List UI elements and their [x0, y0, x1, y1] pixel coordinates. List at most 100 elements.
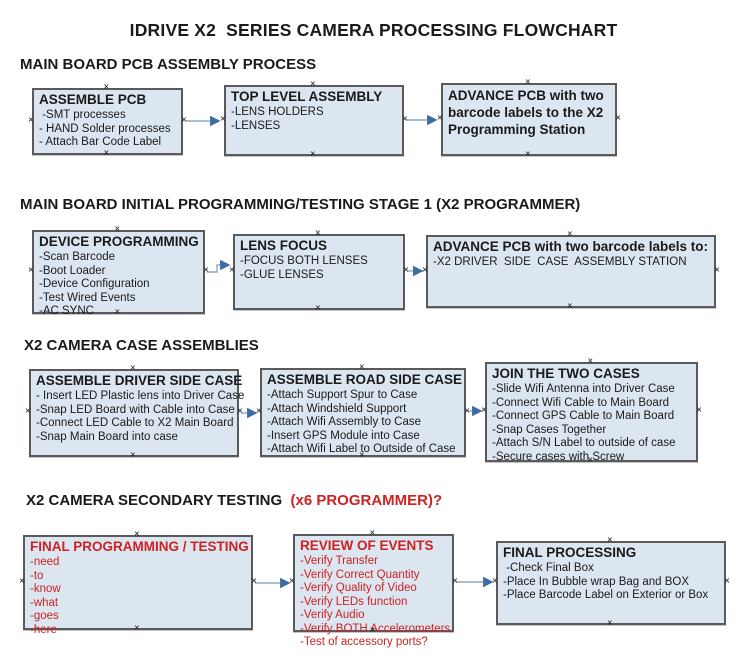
box-title: ADVANCE PCB with two barcode labels to: [433, 239, 709, 254]
box-item: -Verify Audio [300, 609, 365, 621]
connection-handle-icon: × [567, 301, 573, 312]
box-item: - Insert LED Plastic lens into Driver Ca… [36, 390, 245, 402]
box-top-level-assembly: TOP LEVEL ASSEMBLY -LENS HOLDERS-LENSES … [220, 80, 408, 160]
box-assemble-road-side-case: ASSEMBLE ROAD SIDE CASE -Attach Support … [256, 363, 470, 461]
connection-handle-icon: × [114, 224, 121, 235]
connection-handle-icon: × [607, 535, 613, 546]
box-item: -GLUE LENSES [240, 268, 324, 281]
box-item: -here [30, 623, 57, 636]
box-item: - Attach Bar Code Label [39, 136, 162, 148]
box-item: -Place Barcode Label on Exterior or Box [503, 589, 709, 601]
connection-handle-icon: × [607, 618, 613, 629]
box-item: -Check Final Box [503, 562, 594, 574]
box-item-list: -X2 DRIVER SIDE CASE ASSEMBLY STATION [433, 256, 709, 270]
box-item-list: - Insert LED Plastic lens into Driver Ca… [36, 390, 245, 444]
section-header-black-part: X2 CAMERA SECONDARY TESTING [26, 492, 287, 509]
box-item: -Snap LED Board with Cable into Case [36, 403, 235, 416]
box-item: -Attach Wifi Assembly to Case [267, 416, 422, 428]
box-assemble-pcb: ASSEMBLE PCB -SMT processes- HAND Solder… [28, 83, 187, 159]
connection-handle-icon: × [567, 229, 573, 240]
box-item: -Verify LEDs function [300, 595, 408, 608]
connection-handle-icon: × [422, 264, 428, 276]
connection-handle-icon: × [714, 264, 720, 276]
connection-handle-icon: × [220, 113, 226, 125]
box-assemble-driver-side-case: ASSEMBLE DRIVER SIDE CASE - Insert LED P… [25, 364, 245, 461]
box-item-list: -need-to-know-what-goes-here [30, 556, 246, 637]
connection-handle-icon: × [310, 79, 316, 90]
connection-handle-icon: × [492, 576, 498, 587]
connection-handle-icon: × [481, 405, 487, 416]
box-item: -Scan Barcode [39, 251, 116, 263]
section-header-initial-programming: MAIN BOARD INITIAL PROGRAMMING/TESTING S… [20, 196, 581, 213]
connection-handle-icon: × [452, 576, 458, 587]
box-title: FINAL PROCESSING [503, 545, 637, 560]
connection-handle-icon: × [229, 265, 235, 276]
connection-handle-icon: × [315, 303, 321, 314]
connection-handle-icon: × [25, 406, 31, 417]
section-header-secondary-testing: X2 CAMERA SECONDARY TESTING (x6 PROGRAMM… [26, 492, 442, 509]
connection-handle-icon: × [289, 576, 295, 587]
box-item: -Test of accessory ports? [300, 636, 428, 648]
box-item: -Verify Quality of Video [300, 582, 417, 594]
box-device-programming: DEVICE PROGRAMMING -Scan Barcode-Boot Lo… [28, 225, 209, 318]
box-item: -Attach S/N Label to outside of case [492, 437, 676, 449]
box-item: -Insert GPS Module into Case [267, 429, 420, 442]
box-title: ASSEMBLE ROAD SIDE CASE [267, 372, 463, 387]
box-item: -Verify BOTH Accelerometers [300, 622, 451, 635]
connection-handle-icon: × [114, 307, 121, 318]
box-item: -X2 DRIVER SIDE CASE ASSEMBLY STATION [433, 256, 687, 268]
box-item: -Connect Wifi Cable to Main Board [492, 396, 670, 409]
connection-handle-icon: × [402, 113, 408, 125]
box-item: -SMT processes [39, 109, 126, 121]
box-final-processing: FINAL PROCESSING -Check Final Box -Place … [492, 536, 730, 629]
box-item: -FOCUS BOTH LENSES [240, 255, 368, 267]
arrow-b1-b2 [207, 259, 231, 273]
box-advance-pcb-programming-station: ADVANCE PCB with two barcode labels to t… [437, 78, 621, 160]
section-header-red-part: (x6 PROGRAMMER)? [286, 492, 443, 509]
box-item-list: -Verify Transfer-Verify Correct Quantity… [300, 555, 451, 650]
box-item: -Boot Loader [39, 264, 106, 277]
box-item: -Connect GPS Cable to Main Board [492, 410, 675, 422]
box-item-list: -Slide Wifi Antenna into Driver Case-Con… [492, 383, 691, 464]
box-item-list: -Attach Support Spur to Case-Attach Wind… [267, 389, 459, 457]
box-item: -Slide Wifi Antenna into Driver Case [492, 383, 675, 395]
connection-handle-icon: × [130, 363, 136, 374]
connection-handle-icon: × [437, 112, 443, 124]
box-item: -to [30, 569, 44, 582]
box-item: -what [30, 596, 59, 609]
connection-handle-icon: × [525, 77, 531, 88]
box-item: -Secure cases with Screw [492, 450, 625, 463]
box-title: TOP LEVEL ASSEMBLY [231, 89, 383, 104]
box-item: -LENSES [231, 119, 281, 132]
connection-handle-icon: × [310, 149, 316, 160]
connection-handle-icon: × [587, 356, 594, 367]
connection-handle-icon: × [181, 114, 187, 126]
box-item: -Attach Windshield Support [267, 402, 407, 415]
box-title: REVIEW OF EVENTS [300, 538, 434, 553]
connection-handle-icon: × [615, 112, 621, 124]
connection-handle-icon: × [256, 405, 262, 417]
connection-handle-icon: × [237, 406, 243, 417]
connection-handle-icon: × [369, 528, 376, 539]
box-item-list: -SMT processes- HAND Solder processes- A… [39, 109, 176, 150]
connection-handle-icon: × [525, 149, 531, 160]
connection-handle-icon: × [28, 114, 34, 126]
connection-handle-icon: × [724, 576, 730, 587]
connection-handle-icon: × [587, 455, 594, 466]
connection-handle-icon: × [134, 623, 140, 634]
connection-handle-icon: × [696, 405, 702, 416]
box-title: ASSEMBLE PCB [39, 92, 147, 107]
box-item: -Verify Transfer [300, 555, 378, 567]
box-item: - HAND Solder processes [39, 122, 171, 135]
box-item-list: -LENS HOLDERS-LENSES [231, 106, 397, 133]
box-review-of-events: REVIEW OF EVENTS -Verify Transfer-Verify… [289, 529, 458, 649]
connection-handle-icon: × [359, 450, 365, 461]
box-item: -AC SYNC [39, 305, 94, 317]
box-final-programming-testing: FINAL PROGRAMMING / TESTING -need-to-kno… [19, 530, 257, 636]
box-title: LENS FOCUS [240, 238, 328, 253]
box-item: -Device Configuration [39, 278, 150, 290]
box-item: -Attach Support Spur to Case [267, 389, 418, 401]
box-item-list: -Scan Barcode-Boot Loader-Device Configu… [39, 251, 198, 319]
box-title: ADVANCE PCB with two barcode labels to t… [448, 88, 604, 137]
